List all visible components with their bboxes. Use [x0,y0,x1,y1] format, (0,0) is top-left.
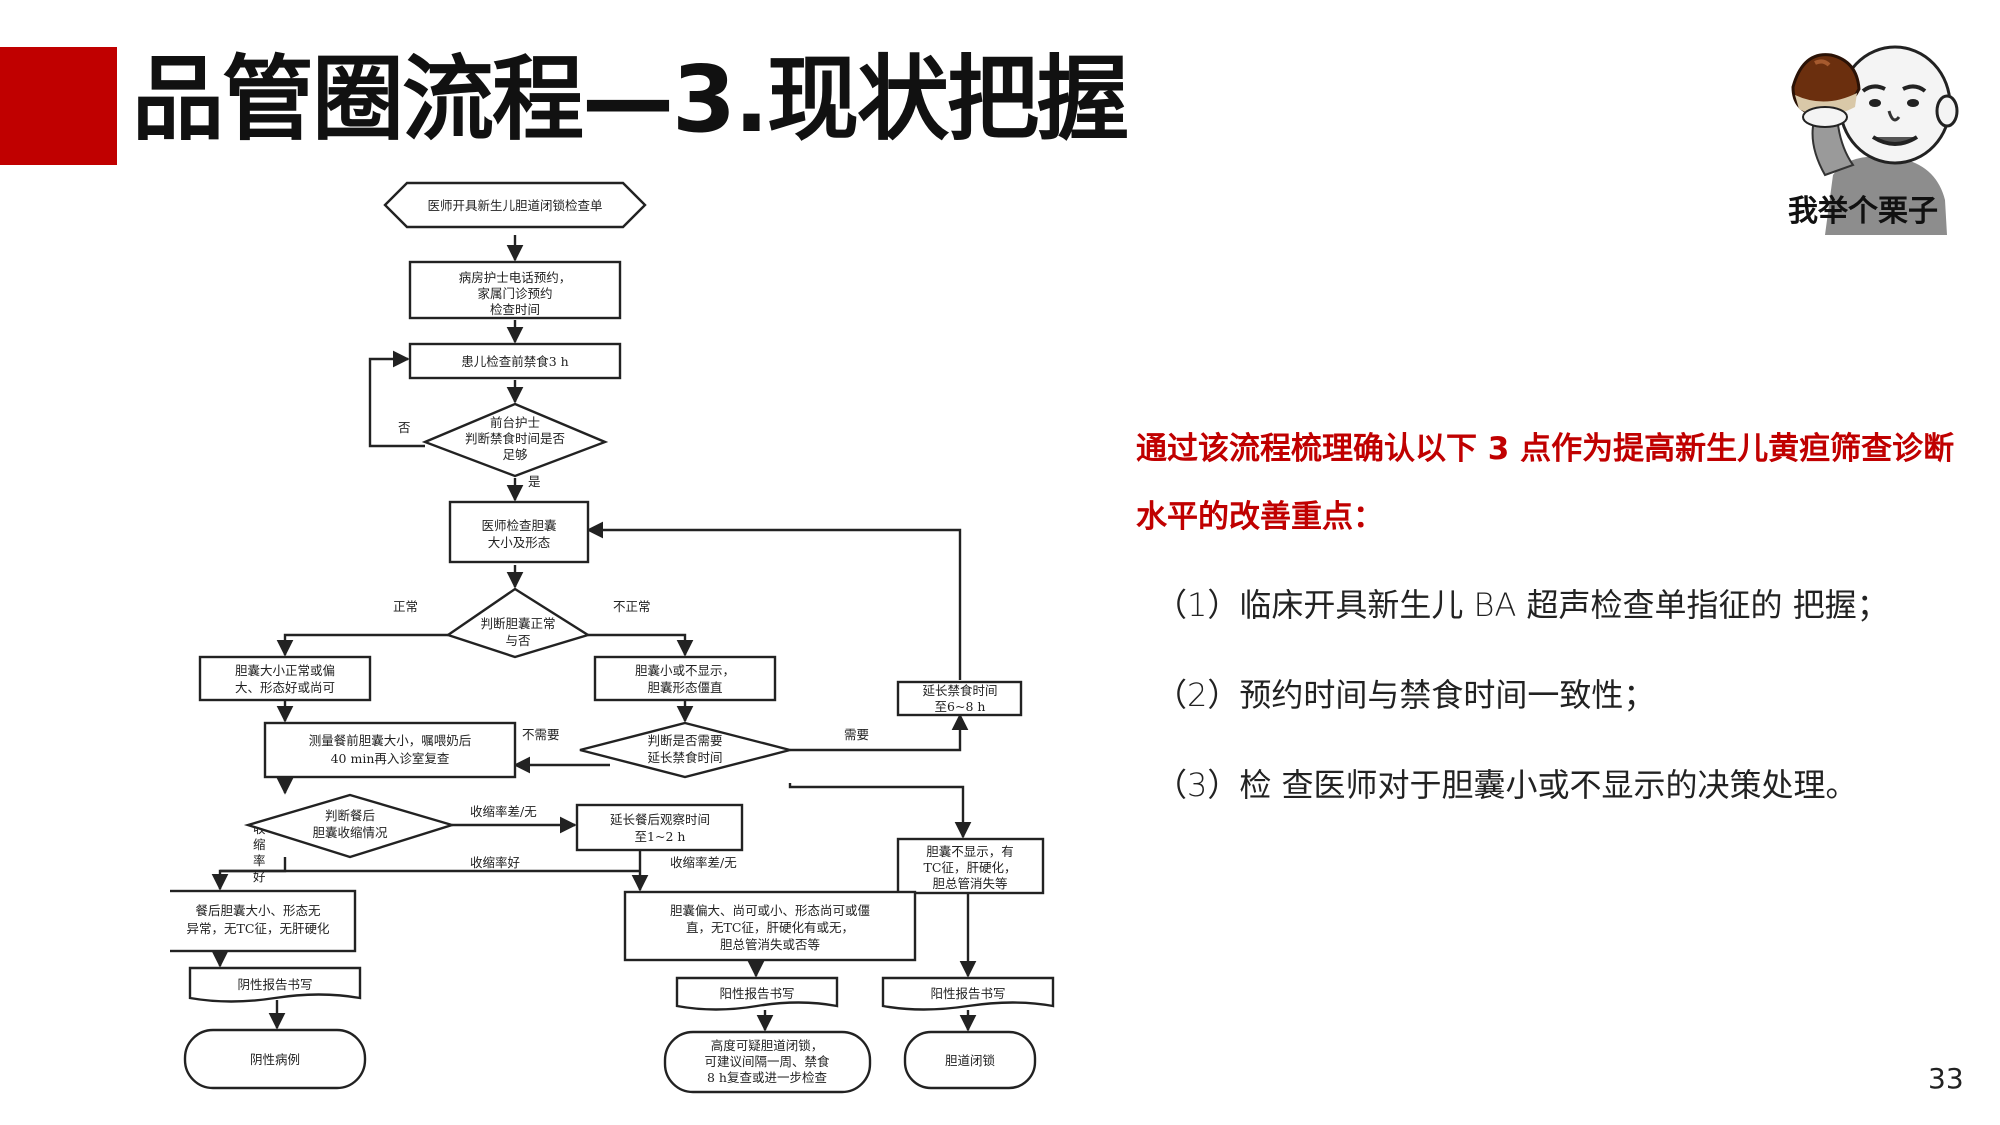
svg-text:阴性报告书写: 阴性报告书写 [237,977,312,992]
node-gb-normal: 胆囊大小正常或偏 大、形态好或尚可 [198,655,372,702]
flowchart-connectors [211,235,977,1032]
svg-text:胆囊小或不显示，: 胆囊小或不显示， [635,663,735,678]
svg-text:测量餐前胆囊大小，嘱喂奶后: 测量餐前胆囊大小，嘱喂奶后 [309,733,472,748]
svg-text:大小及形态: 大小及形态 [488,535,551,550]
svg-text:阳性报告书写: 阳性报告书写 [930,986,1005,1001]
node-start: 医师开具新生儿胆道闭锁检查单 [383,181,647,229]
svg-text:阴性病例: 阴性病例 [250,1052,300,1067]
node-biliary-atresia: 胆道闭锁 [903,1030,1037,1090]
edge-label-contraction-poor-1: 收缩率差/无 [470,804,537,819]
svg-text:延长禁食时间: 延长禁食时间 [647,750,722,765]
node-fasting-check: 前台护士 判断禁食时间是否 足够 [421,402,609,478]
edge-label-contraction-poor-2: 收缩率差/无 [670,855,737,870]
svg-text:判断禁食时间是否: 判断禁食时间是否 [465,431,565,446]
edge-label-good-vertical: 收 缩 率 好 [253,821,266,884]
node-negative-case: 阴性病例 [183,1028,367,1090]
edge-label-needed: 需要 [844,727,869,742]
node-negative-report: 阴性报告书写 [188,966,362,1003]
node-doctor-exam: 医师检查胆囊 大小及形态 [448,500,590,564]
svg-text:至6~8 h: 至6~8 h [935,699,986,714]
flowchart: 否 是 正常 不正常 不需要 需要 收缩率差/无 收缩率好 收缩率差/无 收 缩… [170,165,1070,1100]
node-gb-small: 胆囊小或不显示， 胆囊形态僵直 [593,655,777,702]
svg-text:判断胆囊正常: 判断胆囊正常 [480,616,555,631]
node-contraction-check: 判断餐后 胆囊收缩情况 [243,793,457,859]
svg-text:医师开具新生儿胆道闭锁检查单: 医师开具新生儿胆道闭锁检查单 [427,198,602,213]
node-positive-report-2: 阳性报告书写 [881,976,1055,1011]
svg-text:胆囊收缩情况: 胆囊收缩情况 [312,825,388,840]
node-appointment: 病房护士电话预约， 家属门诊预约 检查时间 [408,260,622,320]
svg-text:足够: 足够 [502,447,528,462]
node-extend-observation: 延长餐后观察时间 至1~2 h [575,803,744,852]
edge-label-not-needed: 不需要 [522,727,560,742]
svg-text:胆囊形态僵直: 胆囊形态僵直 [647,680,722,695]
node-positive-report-1: 阳性报告书写 [675,976,839,1011]
svg-text:率: 率 [253,853,266,868]
svg-text:可建议间隔一周、禁食: 可建议间隔一周、禁食 [704,1054,830,1069]
improvement-points-list: （1）临床开具新生儿 BA 超声检查单指征的 把握； （2）预约时间与禁食时间一… [1155,560,1995,830]
svg-text:缩: 缩 [253,837,266,852]
edge-label-yes: 是 [528,474,541,489]
svg-text:8 h复查或进一步检查: 8 h复查或进一步检查 [707,1070,827,1085]
svg-text:判断餐后: 判断餐后 [325,808,375,823]
flowchart-svg: 否 是 正常 不正常 不需要 需要 收缩率差/无 收缩率好 收缩率差/无 收 缩… [170,181,1055,1094]
meme-caption: 我举个栗子 [1788,194,1938,229]
svg-text:患儿检查前禁食3 h: 患儿检查前禁食3 h [461,354,568,369]
svg-text:餐后胆囊大小、形态无: 餐后胆囊大小、形态无 [195,903,320,918]
svg-text:家属门诊预约: 家属门诊预约 [477,286,552,301]
improvement-point: （1）临床开具新生儿 BA 超声检查单指征的 把握； [1155,586,1889,624]
svg-text:胆总管消失等: 胆总管消失等 [932,876,1007,891]
svg-text:大、形态好或尚可: 大、形态好或尚可 [235,680,335,695]
svg-text:判断是否需要: 判断是否需要 [647,733,722,748]
svg-text:至1~2 h: 至1~2 h [635,829,686,844]
svg-text:延长餐后观察时间: 延长餐后观察时间 [610,812,710,827]
edge-label-abnormal: 不正常 [613,599,651,614]
node-fasting: 患儿检查前禁食3 h [408,342,622,380]
svg-text:高度可疑胆道闭锁，: 高度可疑胆道闭锁， [711,1038,824,1053]
node-measure: 测量餐前胆囊大小，嘱喂奶后 40 min再入诊室复查 [263,721,517,779]
svg-text:胆道闭锁: 胆道闭锁 [945,1053,996,1068]
node-gb-normal-check: 判断胆囊正常 与否 [445,587,591,659]
summary-heading: 通过该流程梳理确认以下 3 点作为提高新生儿黄疸筛查诊断水平的改善重点： [1136,431,1955,535]
svg-text:检查时间: 检查时间 [490,302,540,317]
svg-text:阳性报告书写: 阳性报告书写 [719,986,794,1001]
svg-text:医师检查胆囊: 医师检查胆囊 [481,518,556,533]
edge-label-no: 否 [398,420,411,435]
svg-text:病房护士电话预约，: 病房护士电话预约， [459,270,572,285]
slide-title: 品管圈流程—3.现状把握 [132,46,1129,153]
node-suspect-ba: 高度可疑胆道闭锁， 可建议间隔一周、禁食 8 h复查或进一步检查 [663,1030,872,1094]
improvement-point: （3）检 查医师对于胆囊小或不显示的决策处理。 [1155,766,1858,804]
node-post-meal-normal: 餐后胆囊大小、形态无 异常，无TC征，无肝硬化 [170,889,357,953]
page-number: 33 [1928,1062,1964,1095]
chestnut-meme-icon: 我举个栗子 [1755,25,1965,235]
node-gb-large: 胆囊偏大、尚可或小、形态尚可或僵 直，无TC征，肝硬化有或无， 胆总管消失或否等 [623,890,917,962]
edge-label-contraction-good: 收缩率好 [470,855,520,870]
svg-text:胆总管消失或否等: 胆总管消失或否等 [720,937,820,952]
svg-text:与否: 与否 [505,633,530,648]
improvement-point: （2）预约时间与禁食时间一致性； [1155,676,1656,714]
svg-text:好: 好 [253,869,266,884]
svg-text:前台护士: 前台护士 [490,415,540,430]
svg-text:直，无TC征，肝硬化有或无，: 直，无TC征，肝硬化有或无， [686,920,854,935]
svg-text:胆囊大小正常或偏: 胆囊大小正常或偏 [235,663,335,678]
svg-text:延长禁食时间: 延长禁食时间 [922,683,997,698]
node-extend-fast: 延长禁食时间 至6~8 h [896,680,1023,717]
svg-text:40 min再入诊室复查: 40 min再入诊室复查 [331,751,450,766]
svg-text:胆囊偏大、尚可或小、形态尚可或僵: 胆囊偏大、尚可或小、形态尚可或僵 [670,903,870,918]
svg-text:TC征，肝硬化，: TC征，肝硬化， [924,860,1017,875]
node-extend-check: 判断是否需要 延长禁食时间 [579,721,791,779]
svg-text:异常，无TC征，无肝硬化: 异常，无TC征，无肝硬化 [187,921,330,936]
svg-text:胆囊不显示，有: 胆囊不显示，有 [926,844,1014,859]
edge-label-normal: 正常 [393,599,418,614]
node-gb-not-displayed: 胆囊不显示，有 TC征，肝硬化， 胆总管消失等 [896,837,1045,895]
title-accent-bar [0,47,117,165]
